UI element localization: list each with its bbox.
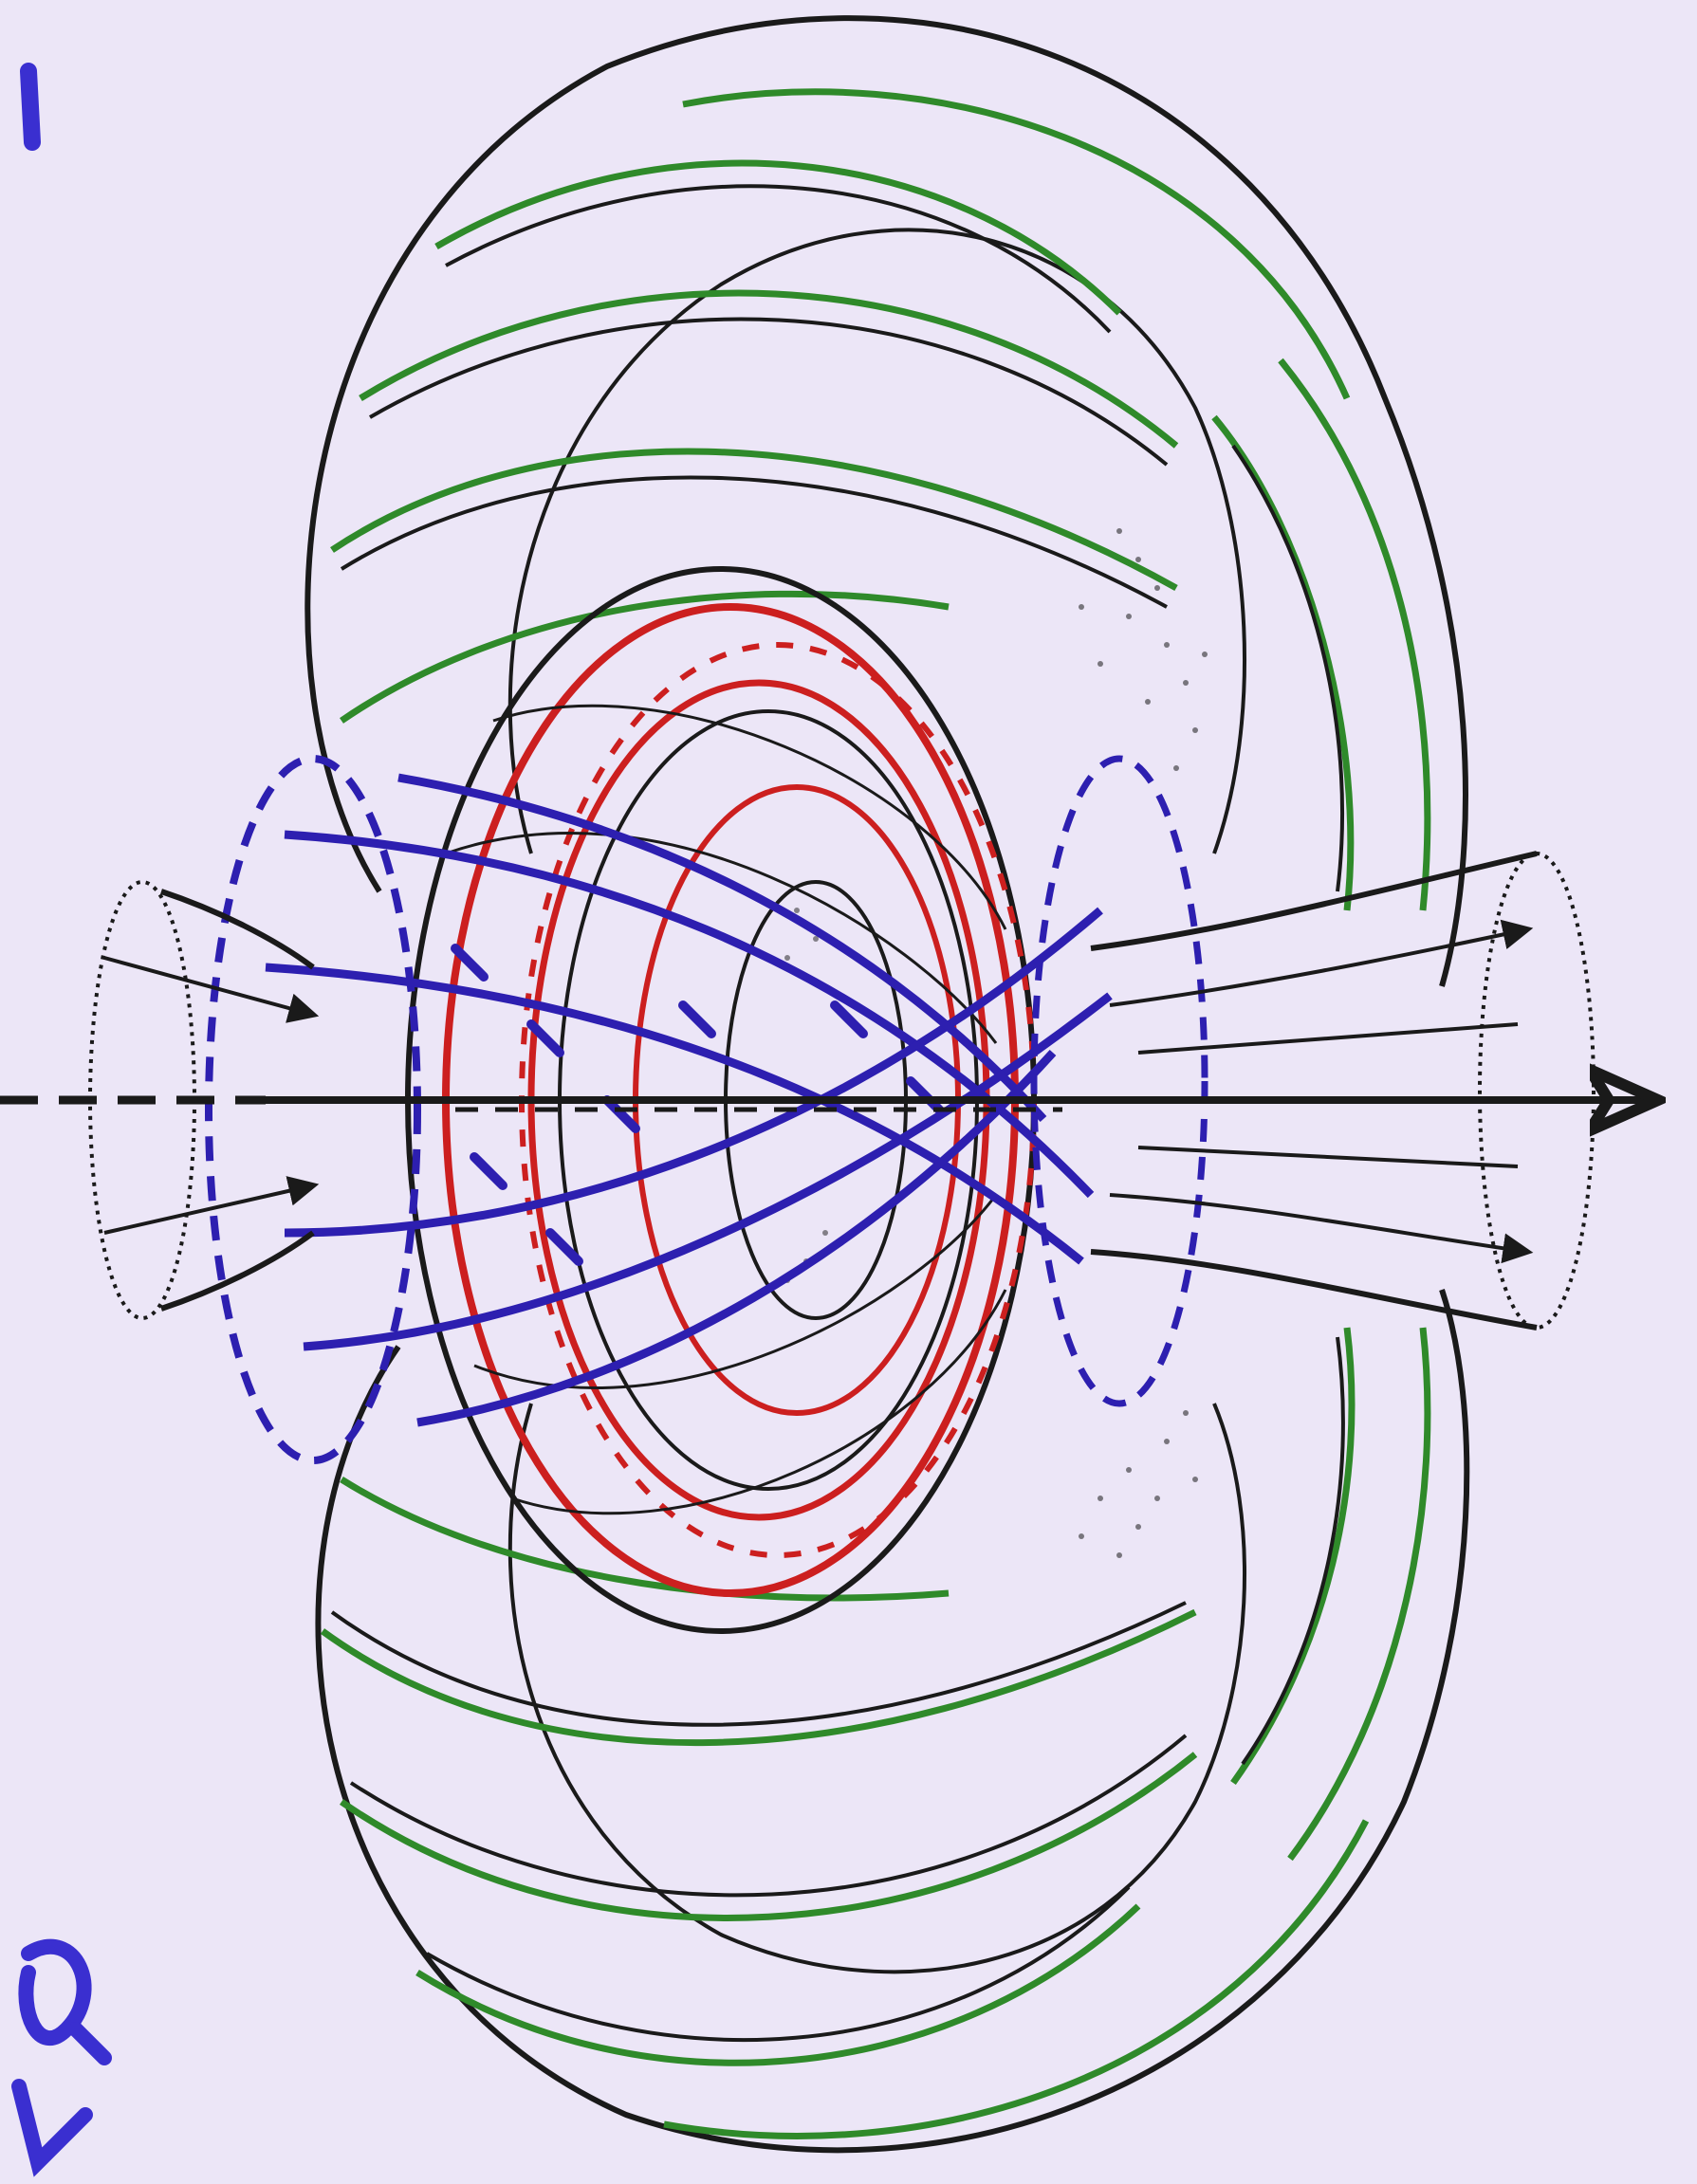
margin-pen-stroke <box>28 71 32 142</box>
